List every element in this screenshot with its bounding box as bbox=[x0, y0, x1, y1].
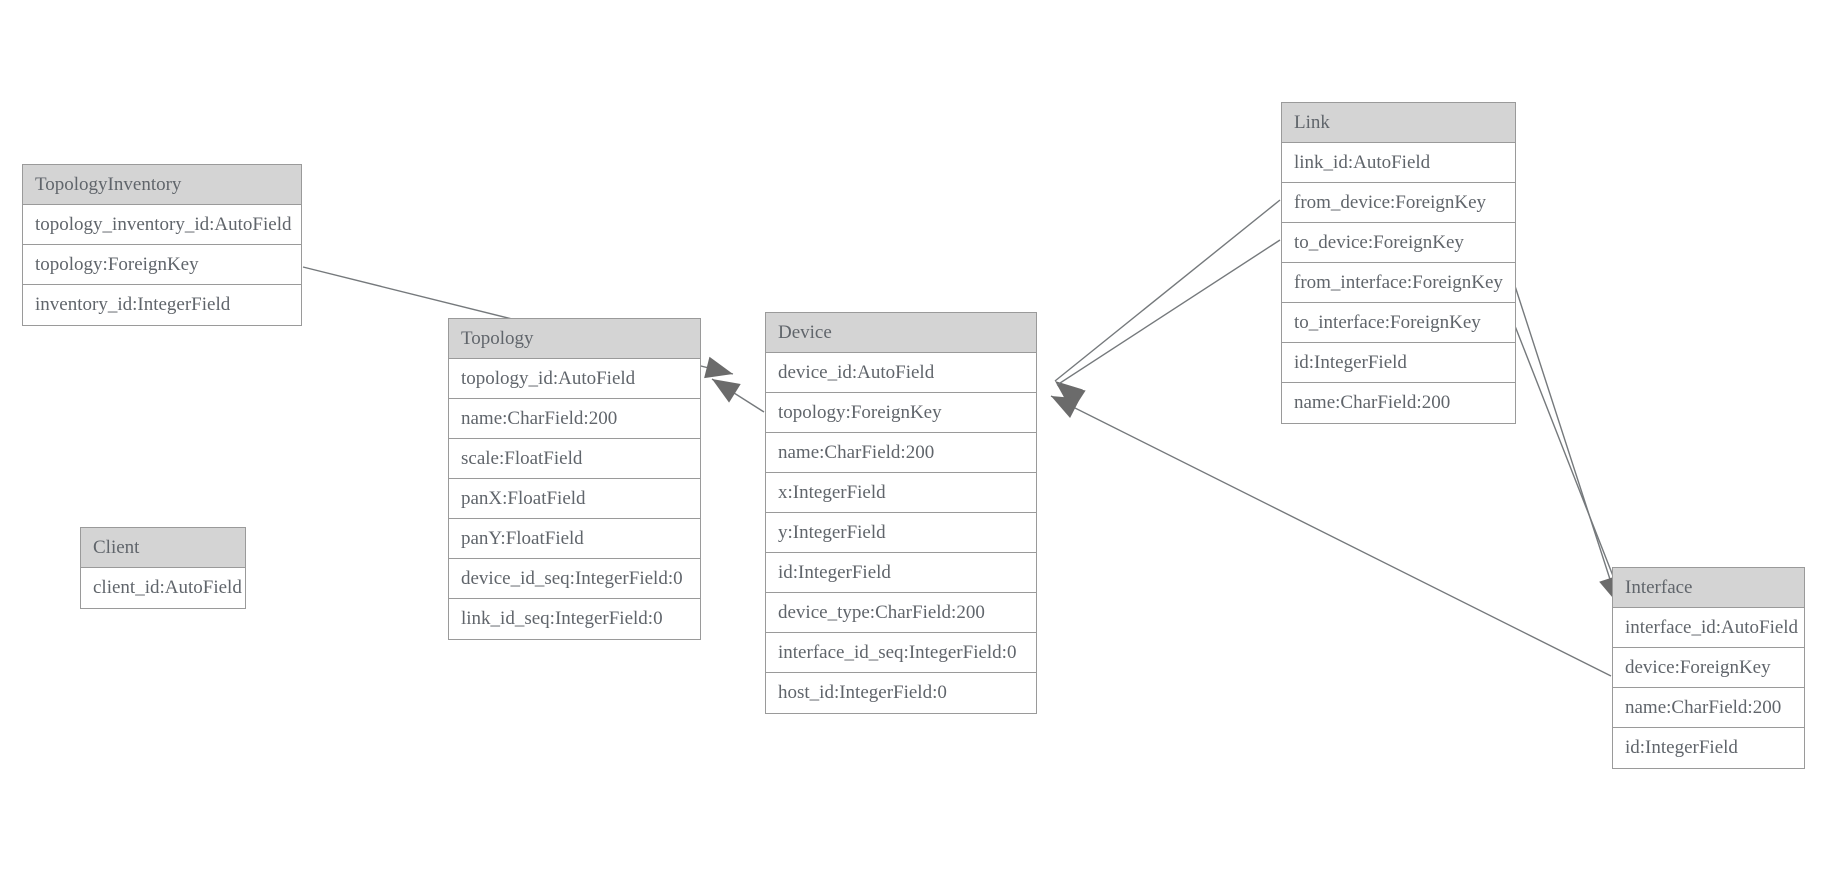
entity-field-row[interactable]: from_interface:ForeignKey bbox=[1282, 263, 1515, 303]
entity-field-row[interactable]: from_device:ForeignKey bbox=[1282, 183, 1515, 223]
entity-field-row[interactable]: device:ForeignKey bbox=[1613, 648, 1804, 688]
entity-field-row[interactable]: name:CharField:200 bbox=[766, 433, 1036, 473]
entity-field-row[interactable]: name:CharField:200 bbox=[1613, 688, 1804, 728]
entity-field-row[interactable]: topology:ForeignKey bbox=[766, 393, 1036, 433]
entity-field-row[interactable]: device_id_seq:IntegerField:0 bbox=[449, 559, 700, 599]
relationship-line bbox=[1514, 325, 1625, 605]
entity-title-link: Link bbox=[1282, 103, 1515, 143]
entity-title-topology_inventory: TopologyInventory bbox=[23, 165, 301, 205]
relationship-arrowhead-icon bbox=[1055, 381, 1083, 407]
entity-field-row[interactable]: topology:ForeignKey bbox=[23, 245, 301, 285]
entity-field-row[interactable]: x:IntegerField bbox=[766, 473, 1036, 513]
entity-field-row[interactable]: name:CharField:200 bbox=[449, 399, 700, 439]
relationship-link-from-interface bbox=[1514, 285, 1621, 605]
entity-field-row[interactable]: panX:FloatField bbox=[449, 479, 700, 519]
entity-field-row[interactable]: to_device:ForeignKey bbox=[1282, 223, 1515, 263]
entity-field-row[interactable]: y:IntegerField bbox=[766, 513, 1036, 553]
entity-field-row[interactable]: inventory_id:IntegerField bbox=[35, 294, 231, 315]
entity-field-row[interactable]: host_id:IntegerField:0 bbox=[778, 682, 947, 703]
relationship-link-to-device bbox=[1056, 239, 1281, 409]
relationship-arrowhead-icon bbox=[712, 379, 741, 403]
entity-client[interactable]: Client client_id:AutoField bbox=[80, 527, 246, 609]
relationship-link-from-device bbox=[1054, 199, 1281, 407]
entity-title-device: Device bbox=[766, 313, 1036, 353]
relationship-line bbox=[711, 378, 765, 413]
entity-field-row[interactable]: interface_id_seq:IntegerField:0 bbox=[766, 633, 1036, 673]
entity-title-client: Client bbox=[81, 528, 245, 568]
entity-field-row[interactable]: id:IntegerField bbox=[1625, 737, 1738, 758]
relationship-line bbox=[1514, 285, 1619, 605]
relationship-line bbox=[1054, 199, 1281, 382]
entity-field-row[interactable]: client_id:AutoField bbox=[93, 577, 242, 598]
relationship-interface-device bbox=[1050, 395, 1612, 677]
entity-field-row[interactable]: id:IntegerField bbox=[766, 553, 1036, 593]
entity-title-topology: Topology bbox=[449, 319, 700, 359]
entity-field-row[interactable]: topology_inventory_id:AutoField bbox=[23, 205, 301, 245]
relationship-arrowhead-icon bbox=[1051, 396, 1081, 419]
entity-field-row[interactable]: id:IntegerField bbox=[1282, 343, 1515, 383]
entity-field-row[interactable]: panY:FloatField bbox=[449, 519, 700, 559]
entity-field-row[interactable]: interface_id:AutoField bbox=[1613, 608, 1804, 648]
entity-field-row[interactable]: link_id:AutoField bbox=[1282, 143, 1515, 183]
relationship-arrowhead-icon bbox=[1057, 385, 1086, 409]
relationship-line bbox=[1056, 239, 1281, 386]
entity-field-row[interactable]: name:CharField:200 bbox=[1294, 392, 1451, 413]
entity-field-row[interactable]: link_id_seq:IntegerField:0 bbox=[461, 608, 663, 629]
entity-field-row[interactable]: topology_id:AutoField bbox=[449, 359, 700, 399]
relationship-arrowhead-icon bbox=[704, 356, 733, 379]
entity-title-interface: Interface bbox=[1613, 568, 1804, 608]
entity-field-row[interactable]: scale:FloatField bbox=[449, 439, 700, 479]
entity-field-row[interactable]: device_id:AutoField bbox=[766, 353, 1036, 393]
entity-field-row[interactable]: to_interface:ForeignKey bbox=[1282, 303, 1515, 343]
entity-field-row[interactable]: device_type:CharField:200 bbox=[766, 593, 1036, 633]
relationship-device-topology bbox=[711, 378, 765, 413]
relationship-link-to-interface bbox=[1514, 325, 1625, 605]
relationship-line bbox=[1050, 395, 1612, 677]
